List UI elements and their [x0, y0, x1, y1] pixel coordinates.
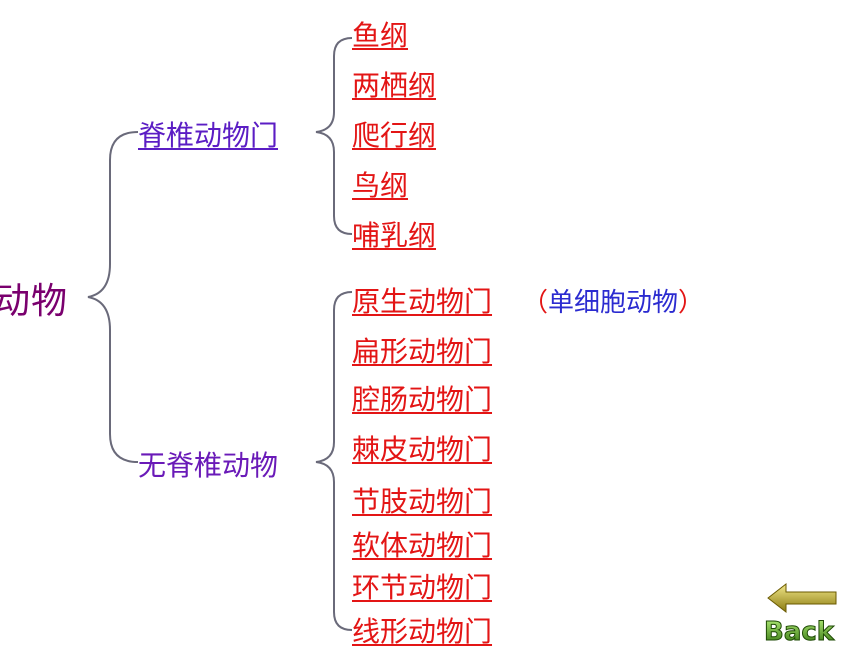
note-text: 单细胞动物 [548, 288, 679, 318]
class-link-bird[interactable]: 鸟纲 [352, 169, 409, 202]
vertebrate-brace [315, 37, 353, 235]
note-open-paren: （ [522, 288, 549, 318]
note-close-paren: ） [678, 288, 705, 318]
class-link-reptile[interactable]: 爬行纲 [352, 119, 437, 152]
phylum-link-coelenterate[interactable]: 腔肠动物门 [352, 383, 493, 416]
phylum-link-flatworm[interactable]: 扁形动物门 [352, 335, 493, 368]
phylum-link-annelid[interactable]: 环节动物门 [352, 571, 493, 604]
root-label: 动物 [0, 281, 69, 322]
phylum-link-mollusc[interactable]: 软体动物门 [352, 529, 493, 562]
back-arrow-icon: Back [764, 582, 837, 648]
class-link-fish[interactable]: 鱼纲 [352, 19, 409, 52]
root-brace [87, 131, 139, 463]
back-label: Back [764, 617, 835, 644]
invertebrate-label: 无脊椎动物 [138, 449, 279, 482]
phylum-link-arthropod[interactable]: 节肢动物门 [352, 485, 493, 518]
class-link-mammal[interactable]: 哺乳纲 [352, 219, 437, 252]
class-link-amphibian[interactable]: 两栖纲 [352, 69, 437, 102]
vertebrate-phylum-link[interactable]: 脊椎动物门 [138, 119, 279, 152]
invertebrate-brace [315, 291, 353, 631]
protozoa-note: （单细胞动物） [522, 282, 704, 319]
back-button[interactable]: Back [764, 582, 850, 648]
phylum-link-protozoa[interactable]: 原生动物门 [352, 285, 493, 318]
phylum-link-nematode[interactable]: 线形动物门 [352, 615, 493, 648]
phylum-link-echinoderm[interactable]: 棘皮动物门 [352, 433, 493, 466]
